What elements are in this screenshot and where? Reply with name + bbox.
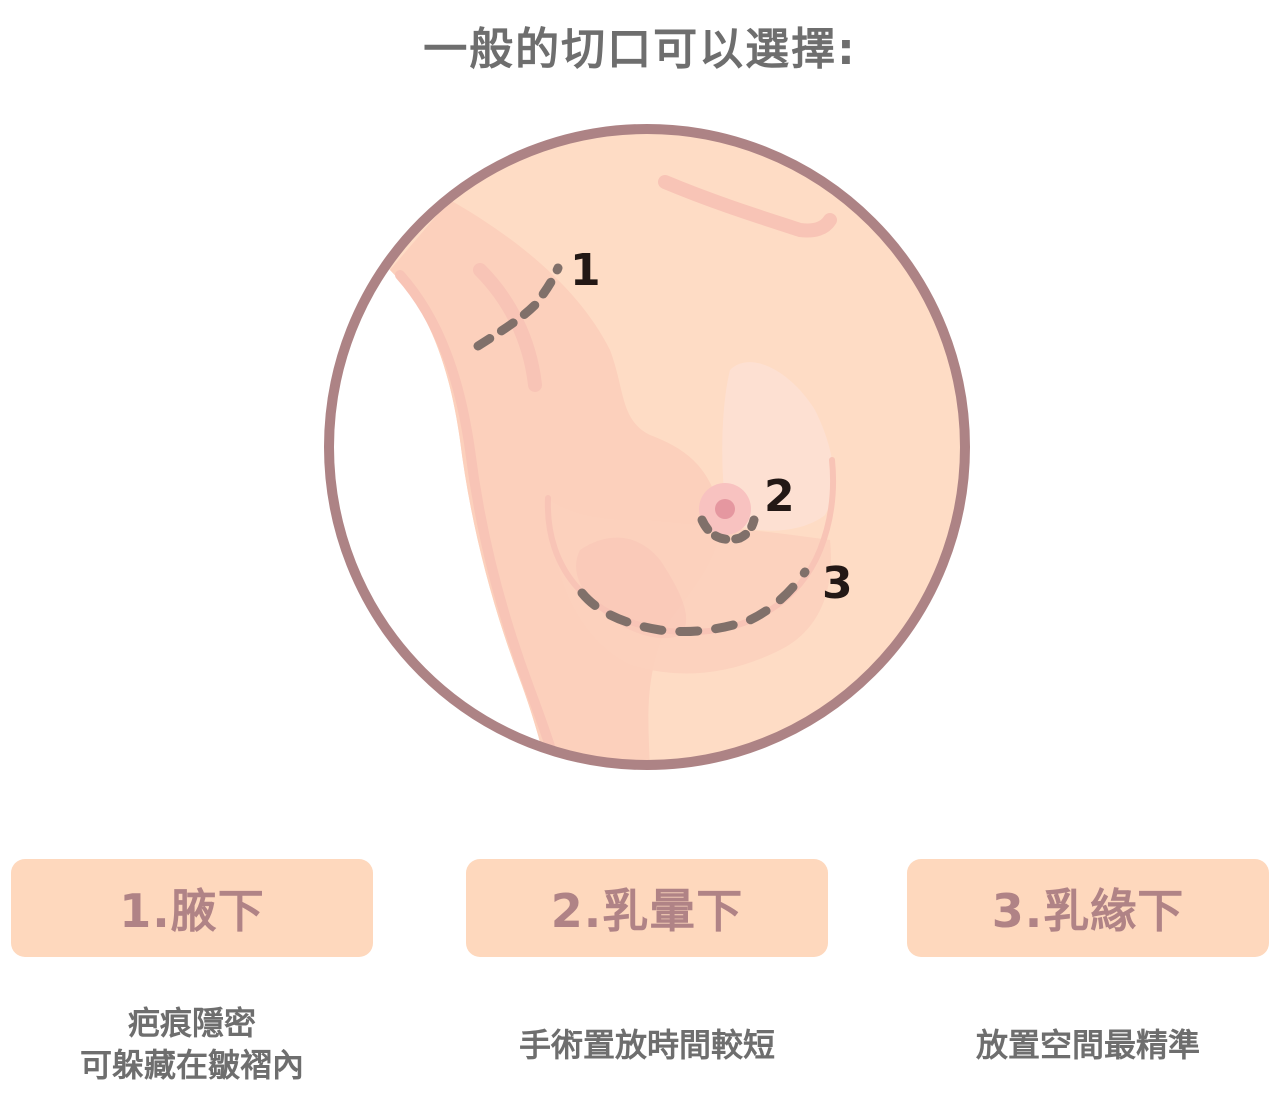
incision-diagram: 1 2 3 (320, 120, 980, 780)
option-periareolar: 2.乳暈下 (466, 859, 828, 957)
page-title: 一般的切口可以選擇: (423, 24, 857, 75)
incision-2-dashed-line (697, 515, 759, 544)
option-periareolar-label: 2.乳暈下 (550, 884, 744, 938)
description-line: 手術置放時間較短 (518, 1026, 775, 1064)
description-line: 可躲藏在皺褶內 (79, 1046, 304, 1084)
breast-highlight (722, 362, 834, 531)
option-inframammary: 3.乳緣下 (907, 859, 1269, 957)
description-line: 疤痕隱密 (127, 1004, 256, 1042)
option-axillary: 1.腋下 (11, 859, 373, 957)
breast-illustration: 1 2 3 (324, 124, 970, 770)
option-inframammary-label: 3.乳緣下 (991, 884, 1185, 938)
option-axillary-description: 疤痕隱密 可躲藏在皺褶內 (2, 1002, 382, 1086)
nipple (715, 499, 735, 519)
circle-frame (324, 124, 970, 770)
incision-1-dashed-line (473, 263, 563, 351)
description-line: 放置空間最精準 (975, 1026, 1200, 1064)
marker-1: 1 (570, 245, 601, 296)
incision-3-dashed-line (577, 567, 810, 636)
collarbone-line (658, 175, 837, 238)
marker-3: 3 (822, 558, 853, 609)
marker-2: 2 (764, 471, 795, 522)
option-axillary-label: 1.腋下 (119, 884, 265, 938)
option-periareolar-description: 手術置放時間較短 (457, 1024, 837, 1066)
option-inframammary-description: 放置空間最精準 (898, 1024, 1278, 1066)
